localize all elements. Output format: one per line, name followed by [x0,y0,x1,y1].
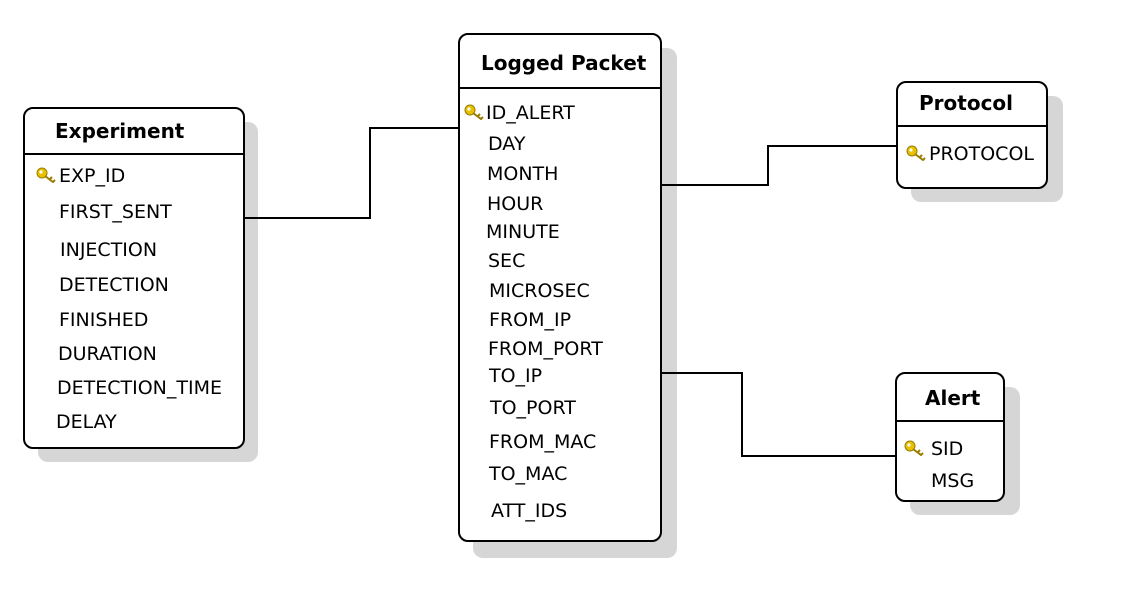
alert-entity[interactable]: Alert SID MSG [895,372,1005,502]
field-protocol: PROTOCOL [929,143,1034,165]
field-injection: INJECTION [60,239,158,261]
key-icon [904,440,924,456]
key-icon [36,167,56,183]
field-detection: DETECTION [59,274,169,296]
field-from-port: FROM_PORT [488,338,603,360]
field-day: DAY [488,133,526,155]
field-msg: MSG [931,470,975,492]
key-icon [906,145,926,161]
entity-title: Logged Packet [481,51,647,75]
field-exp-id: EXP_ID [59,165,126,187]
field-att-ids: ATT_IDS [491,500,568,522]
field-to-mac: TO_MAC [489,463,568,485]
field-to-ip: TO_IP [489,365,543,387]
line-experiment-logged-packet [244,127,460,219]
field-microsec: MICROSEC [489,280,590,302]
entity-divider [898,125,1046,127]
field-id-alert: ID_ALERT [486,102,575,124]
entity-divider [460,87,660,89]
line-logged-packet-alert [662,372,897,457]
key-icon [464,104,484,120]
protocol-entity[interactable]: Protocol PROTOCOL [896,81,1048,189]
field-first-sent: FIRST_SENT [59,201,172,223]
entity-divider [25,153,243,155]
entity-divider [897,420,1003,422]
field-sid: SID [931,438,964,460]
field-hour: HOUR [487,193,544,215]
field-duration: DURATION [58,343,157,365]
entity-title: Protocol [919,91,1014,115]
line-logged-packet-protocol [662,145,898,186]
field-month: MONTH [487,163,559,185]
field-sec: SEC [488,250,526,272]
field-delay: DELAY [56,411,117,433]
field-to-port: TO_PORT [490,397,576,419]
field-from-ip: FROM_IP [489,309,572,331]
field-detection-time: DETECTION_TIME [57,377,222,399]
logged-packet-entity[interactable]: Logged Packet ID_ALERT DAY MONTH HOUR MI… [458,33,662,542]
entity-title: Experiment [55,119,185,143]
field-from-mac: FROM_MAC [489,431,597,453]
field-minute: MINUTE [486,221,560,243]
field-finished: FINISHED [59,309,149,331]
experiment-entity[interactable]: Experiment EXP_ID FIRST_SENT INJECTION D… [23,107,245,449]
entity-title: Alert [925,386,981,410]
